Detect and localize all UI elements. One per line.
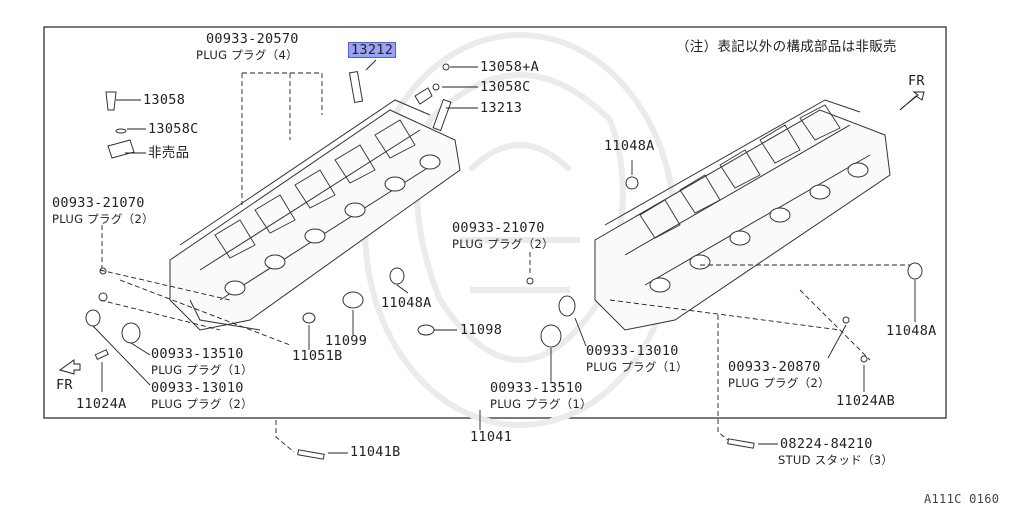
part-13058c-left[interactable]: 13058C — [148, 121, 199, 137]
figure-code: A111C 0160 — [924, 492, 1000, 506]
part-00933-13510-mid[interactable]: 00933-13510 — [490, 380, 583, 396]
small-parts — [85, 63, 923, 460]
diagram-frame — [43, 26, 947, 419]
not-for-sale-label: 非売品 — [148, 145, 190, 161]
part-11024ab[interactable]: 11024AB — [836, 393, 895, 409]
part-11041[interactable]: 11041 — [470, 429, 513, 445]
part-11024a[interactable]: 11024A — [76, 396, 127, 412]
part-00933-13510-left-desc: PLUG プラグ（1） — [151, 363, 253, 377]
part-11048a-right[interactable]: 11048A — [886, 323, 937, 339]
part-13212[interactable]: 13212 — [348, 42, 397, 58]
part-11098[interactable]: 11098 — [460, 322, 503, 338]
part-08224-84210[interactable]: 08224-84210 — [780, 436, 873, 452]
cylinder-head-right — [594, 99, 891, 331]
part-11099[interactable]: 11099 — [325, 333, 368, 349]
leader-lines — [92, 59, 916, 454]
part-00933-13010-mid[interactable]: 00933-13010 — [586, 343, 679, 359]
fr-label-left: FR — [56, 377, 73, 393]
part-00933-21070-mid-desc: PLUG プラグ（2） — [452, 237, 554, 251]
cylinder-head-left — [169, 99, 461, 331]
part-00933-20870[interactable]: 00933-20870 — [728, 359, 821, 375]
part-13058[interactable]: 13058 — [143, 92, 186, 108]
part-11041b[interactable]: 11041B — [350, 444, 401, 460]
part-00933-13510-mid-desc: PLUG プラグ（1） — [490, 397, 592, 411]
part-00933-13510-left[interactable]: 00933-13510 — [151, 346, 244, 362]
part-00933-21070-left[interactable]: 00933-21070 — [52, 195, 145, 211]
part-11048a-top[interactable]: 11048A — [604, 138, 655, 154]
fr-label-right: FR — [908, 73, 925, 89]
part-00933-20570[interactable]: 00933-20570 — [206, 31, 299, 47]
part-11048a-mid[interactable]: 11048A — [381, 295, 432, 311]
part-13058-a[interactable]: 13058+A — [480, 59, 539, 75]
part-00933-20570-desc: PLUG プラグ（4） — [196, 48, 298, 62]
part-00933-13010-left-desc: PLUG プラグ（2） — [151, 397, 253, 411]
part-00933-20870-desc: PLUG プラグ（2） — [728, 376, 830, 390]
part-00933-13010-mid-desc: PLUG プラグ（1） — [586, 360, 688, 374]
part-13213[interactable]: 13213 — [480, 100, 523, 116]
fr-arrow-icon-left — [58, 359, 81, 375]
part-13058c-right[interactable]: 13058C — [480, 79, 531, 95]
part-11051b[interactable]: 11051B — [292, 348, 343, 364]
part-08224-84210-desc: STUD スタッド（3） — [778, 453, 894, 467]
part-00933-21070-mid[interactable]: 00933-21070 — [452, 220, 545, 236]
part-00933-13010-left[interactable]: 00933-13010 — [151, 380, 244, 396]
part-00933-21070-left-desc: PLUG プラグ（2） — [52, 212, 154, 226]
note-text: （注）表記以外の構成部品は非販売 — [676, 39, 897, 55]
fr-arrow-icon — [899, 91, 925, 111]
